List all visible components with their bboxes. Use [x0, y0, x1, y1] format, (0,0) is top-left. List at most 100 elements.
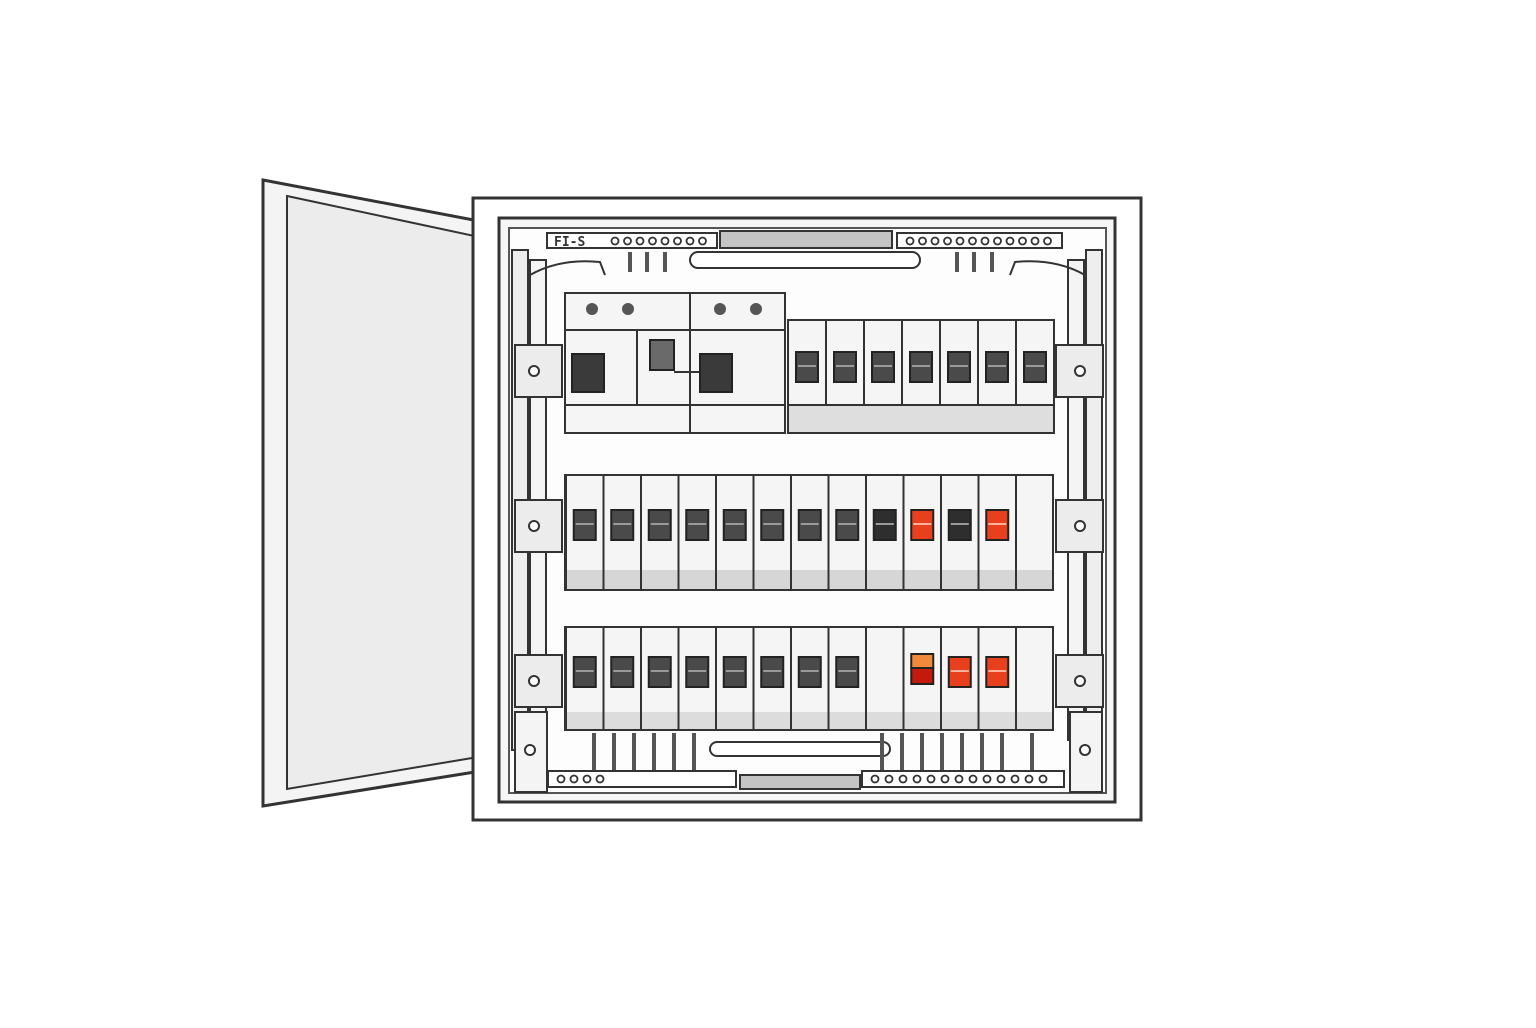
breaker-red[interactable]: [977, 627, 1010, 730]
wire: [645, 252, 649, 272]
breaker-red[interactable]: [902, 475, 935, 590]
breaker-dark[interactable]: [565, 627, 597, 730]
breaker-dark[interactable]: [827, 475, 860, 590]
rcd-module: [564, 292, 786, 434]
row-1: [514, 292, 1104, 434]
wire: [663, 252, 667, 272]
terminal-screw: [943, 236, 952, 246]
terminal-screw: [648, 236, 657, 246]
terminal-screw: [982, 774, 992, 784]
wire: [900, 733, 904, 770]
terminal-screw: [930, 236, 940, 246]
terminal-screw: [996, 774, 1006, 784]
wire: [980, 733, 984, 770]
terminal-screw: [940, 774, 950, 784]
breaker-dark[interactable]: [602, 627, 635, 730]
wire: [652, 733, 656, 770]
terminal-screw: [1024, 774, 1034, 784]
wire: [632, 733, 636, 770]
terminal-screw: [968, 774, 978, 784]
wire: [920, 733, 924, 770]
breaker-dark[interactable]: [602, 475, 635, 590]
breaker-dark[interactable]: [787, 320, 819, 433]
terminal-screw: [918, 236, 927, 246]
breaker-dark[interactable]: [790, 627, 822, 730]
terminal-screw: [884, 774, 894, 784]
breaker-dark[interactable]: [752, 627, 785, 730]
breaker-dark[interactable]: [640, 475, 672, 590]
terminal-screw: [954, 774, 964, 784]
bottom-busbar-area: [514, 711, 1103, 793]
wire: [612, 733, 616, 770]
top-busbar-area: FI-S: [529, 230, 1086, 276]
terminal-screw: [569, 774, 579, 784]
breaker-dark[interactable]: [640, 627, 672, 730]
top-left-terminal-bar: FI-S: [546, 232, 718, 250]
terminal-screw: [673, 236, 682, 246]
terminal-screw: [1005, 236, 1015, 246]
row-2-breakers: [564, 474, 1054, 591]
terminal-screw: [968, 236, 977, 246]
breaker-red[interactable]: [940, 627, 972, 730]
terminal-screw: [955, 236, 965, 246]
terminal-screw: [556, 774, 566, 784]
breaker-dark[interactable]: [827, 627, 860, 730]
terminal-screw: [912, 774, 922, 784]
breaker-black[interactable]: [940, 475, 972, 590]
breaker-dark[interactable]: [677, 475, 710, 590]
bottom-right-terminal-bar: [861, 770, 1065, 788]
terminal-screw: [1030, 236, 1040, 246]
terminal-screw: [905, 236, 915, 246]
wire: [990, 252, 994, 272]
top-right-terminal-bar: [896, 232, 1063, 249]
terminal-screw: [1010, 774, 1020, 784]
terminal-screw: [1018, 236, 1027, 246]
wire: [940, 733, 944, 770]
terminal-screw: [660, 236, 670, 246]
row-3: [514, 626, 1104, 731]
terminal-screw: [1043, 236, 1052, 246]
row-1-breakers: [787, 319, 1055, 434]
top-cable-channel: [719, 230, 893, 249]
row-2: [514, 474, 1104, 591]
breaker-orange-red[interactable]: [902, 627, 935, 730]
terminal-screw: [685, 236, 695, 246]
wire: [592, 733, 596, 770]
rcd-toggle-right[interactable]: [699, 353, 733, 393]
top-bus-label: FI-S: [554, 235, 585, 250]
wire: [955, 252, 959, 272]
wire: [672, 733, 676, 770]
breaker-dark[interactable]: [677, 627, 710, 730]
wire: [1000, 733, 1004, 770]
terminal-screw: [980, 236, 990, 246]
wire: [1030, 733, 1034, 770]
terminal-screw: [870, 774, 880, 784]
rcd-toggle-left[interactable]: [571, 353, 605, 393]
wire: [692, 733, 696, 770]
row-3-breakers: [564, 626, 1054, 731]
wire: [972, 252, 976, 272]
wire: [628, 252, 632, 272]
terminal-screw: [993, 236, 1002, 246]
panel-door[interactable]: [261, 178, 502, 808]
breaker-dark[interactable]: [939, 320, 971, 433]
breaker-dark[interactable]: [752, 475, 785, 590]
breaker-dark[interactable]: [715, 475, 747, 590]
terminal-screw: [610, 236, 620, 246]
rcd-test-button[interactable]: [649, 339, 675, 371]
terminal-screw: [926, 774, 936, 784]
terminal-screw: [635, 236, 645, 246]
bottom-wire-drops: [592, 733, 1034, 770]
terminal-screw: [898, 774, 908, 784]
breaker-dark[interactable]: [715, 627, 747, 730]
bottom-left-terminal-bar: [547, 770, 737, 788]
wire: [880, 733, 884, 770]
terminal-screw: [582, 774, 592, 784]
breaker-dark[interactable]: [790, 475, 822, 590]
top-wire-drops: [628, 252, 994, 272]
breaker-dark[interactable]: [565, 475, 597, 590]
breaker-black[interactable]: [865, 475, 897, 590]
breaker-red[interactable]: [977, 475, 1010, 590]
terminal-screw: [1038, 774, 1048, 784]
